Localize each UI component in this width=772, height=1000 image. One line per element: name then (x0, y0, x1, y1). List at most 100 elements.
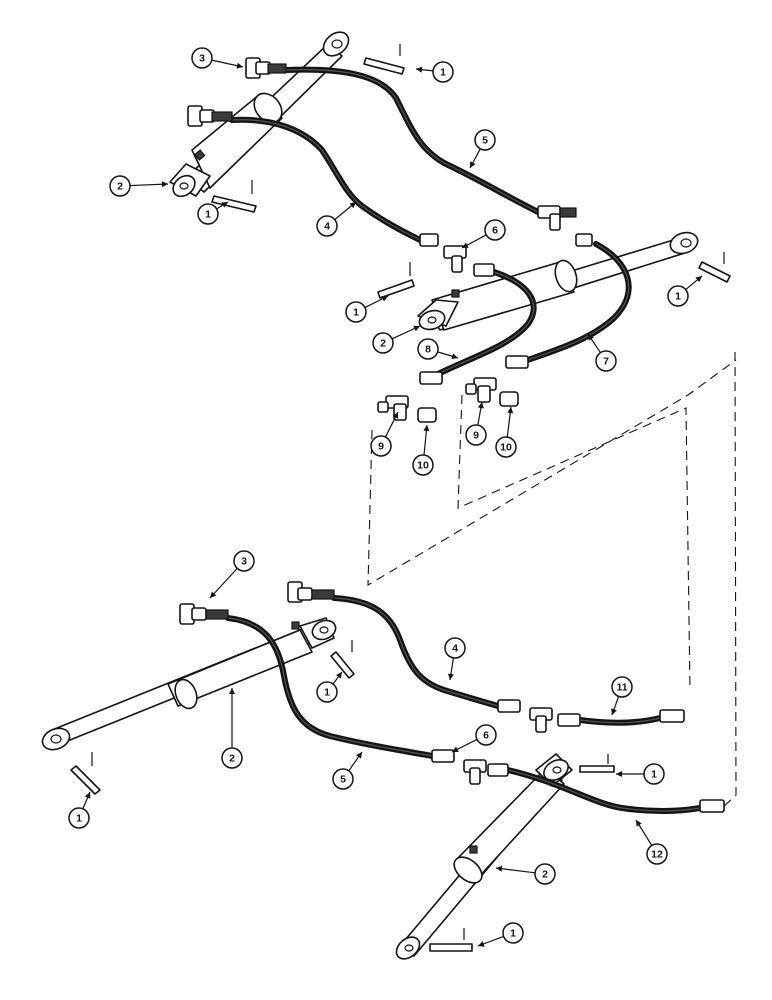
pin-middle (377, 262, 415, 299)
callout-circle (221, 747, 243, 769)
callout-4: 4 (444, 637, 466, 681)
callout-arrowhead (507, 407, 514, 414)
callout-number: 7 (603, 356, 609, 368)
callout-circle (197, 203, 219, 225)
callout-10: 10 (412, 424, 434, 476)
tee-fitting-top-1 (537, 205, 593, 247)
callout-circle (646, 843, 668, 865)
tee-fitting-9a (377, 395, 409, 421)
callout-1: 1 (68, 791, 91, 829)
hose-end-8 (419, 371, 443, 385)
callout-number: 1 (651, 769, 657, 781)
callout-arrowhead (616, 771, 622, 777)
callout-3: 3 (209, 550, 255, 599)
callout-arrowhead (221, 202, 228, 208)
callout-number: 1 (353, 307, 359, 319)
callout-arrowhead (423, 425, 430, 432)
callout-circle (465, 424, 487, 446)
callout-number: 2 (380, 338, 386, 350)
tee-fitting-9b (465, 377, 497, 403)
callout-arrowhead (611, 708, 617, 715)
callout-circle (474, 129, 496, 151)
tee-fitting-top-2 (419, 233, 495, 277)
callout-circle (191, 47, 213, 69)
callout-circle (643, 763, 665, 785)
callout-arrowhead (478, 941, 485, 947)
pin-top-right (363, 44, 405, 75)
callout-number: 5 (482, 135, 488, 147)
pin-lower-left (70, 752, 101, 795)
callout-leader (129, 183, 169, 187)
elbow-fitting-top-2 (187, 105, 233, 127)
hose-end-4-bottom (497, 699, 521, 713)
callout-number: 2 (229, 753, 235, 765)
callout-number: 1 (324, 687, 330, 699)
tee-fitting-bottom-2 (463, 759, 509, 785)
callout-number: 10 (500, 442, 512, 454)
callout-arrowhead (381, 296, 388, 302)
callout-arrowhead (392, 412, 398, 419)
callout-11: 11 (611, 676, 633, 716)
callout-circle (667, 285, 689, 307)
callout-arrowhead (451, 353, 458, 360)
cylinder-upper-right (417, 231, 699, 331)
callout-6: 6 (461, 219, 506, 249)
pin-lower-right (579, 754, 615, 773)
callout-circle (233, 550, 255, 572)
callout-circle (332, 768, 354, 790)
tee-fitting-bottom-1 (529, 707, 581, 733)
callout-number: 3 (199, 53, 205, 65)
callout-arrowhead (236, 62, 243, 69)
pin-bottom (429, 928, 473, 952)
callout-4: 4 (316, 201, 357, 237)
cylinder-lower-right (395, 753, 573, 960)
callout-number: 1 (440, 67, 446, 79)
callout-circle (432, 61, 454, 83)
callout-6: 6 (451, 724, 497, 753)
callout-number: 2 (117, 181, 123, 193)
callout-number: 10 (417, 460, 429, 472)
hose-end-12 (699, 799, 725, 813)
callout-circle (595, 350, 617, 372)
callout-arrowhead (695, 276, 702, 283)
callout-1: 1 (667, 275, 703, 307)
callout-arrowhead (161, 181, 168, 188)
hose-end-7 (505, 355, 529, 369)
callout-1: 1 (345, 295, 389, 323)
callout-circle (534, 863, 556, 885)
callout-arrowhead (636, 820, 642, 827)
callout-1: 1 (197, 201, 229, 225)
callout-arrowhead (496, 865, 503, 872)
callout-2: 2 (221, 688, 243, 769)
callout-circle (417, 338, 439, 360)
callout-arrowhead (452, 746, 459, 752)
callout-number: 1 (510, 928, 516, 940)
callout-arrowhead (336, 672, 342, 679)
dashed-connection-lines (367, 351, 737, 811)
adapter-fitting-10a (417, 407, 437, 423)
cylinder-lower-left (41, 617, 337, 751)
pins (70, 44, 731, 952)
callout-number: 1 (675, 291, 681, 303)
callout-number: 8 (425, 344, 431, 356)
callout-circle (316, 215, 338, 237)
callout-1: 1 (316, 671, 343, 703)
callout-1: 1 (616, 763, 665, 785)
callout-number: 6 (492, 225, 498, 237)
callout-arrowhead (210, 591, 217, 598)
callout-number: 1 (205, 209, 211, 221)
callout-leader (209, 567, 238, 599)
hoses (225, 66, 703, 814)
elbow-fitting-bottom-2 (179, 603, 229, 625)
callout-2: 2 (372, 325, 421, 354)
callout-number: 6 (483, 730, 489, 742)
hose-end-5-bottom (431, 749, 455, 763)
callout-number: 9 (378, 441, 384, 453)
callout-arrowhead (356, 752, 362, 759)
callout-number: 9 (473, 430, 479, 442)
fittings (179, 57, 725, 813)
callout-circle (484, 219, 506, 241)
callout-8: 8 (417, 338, 459, 360)
